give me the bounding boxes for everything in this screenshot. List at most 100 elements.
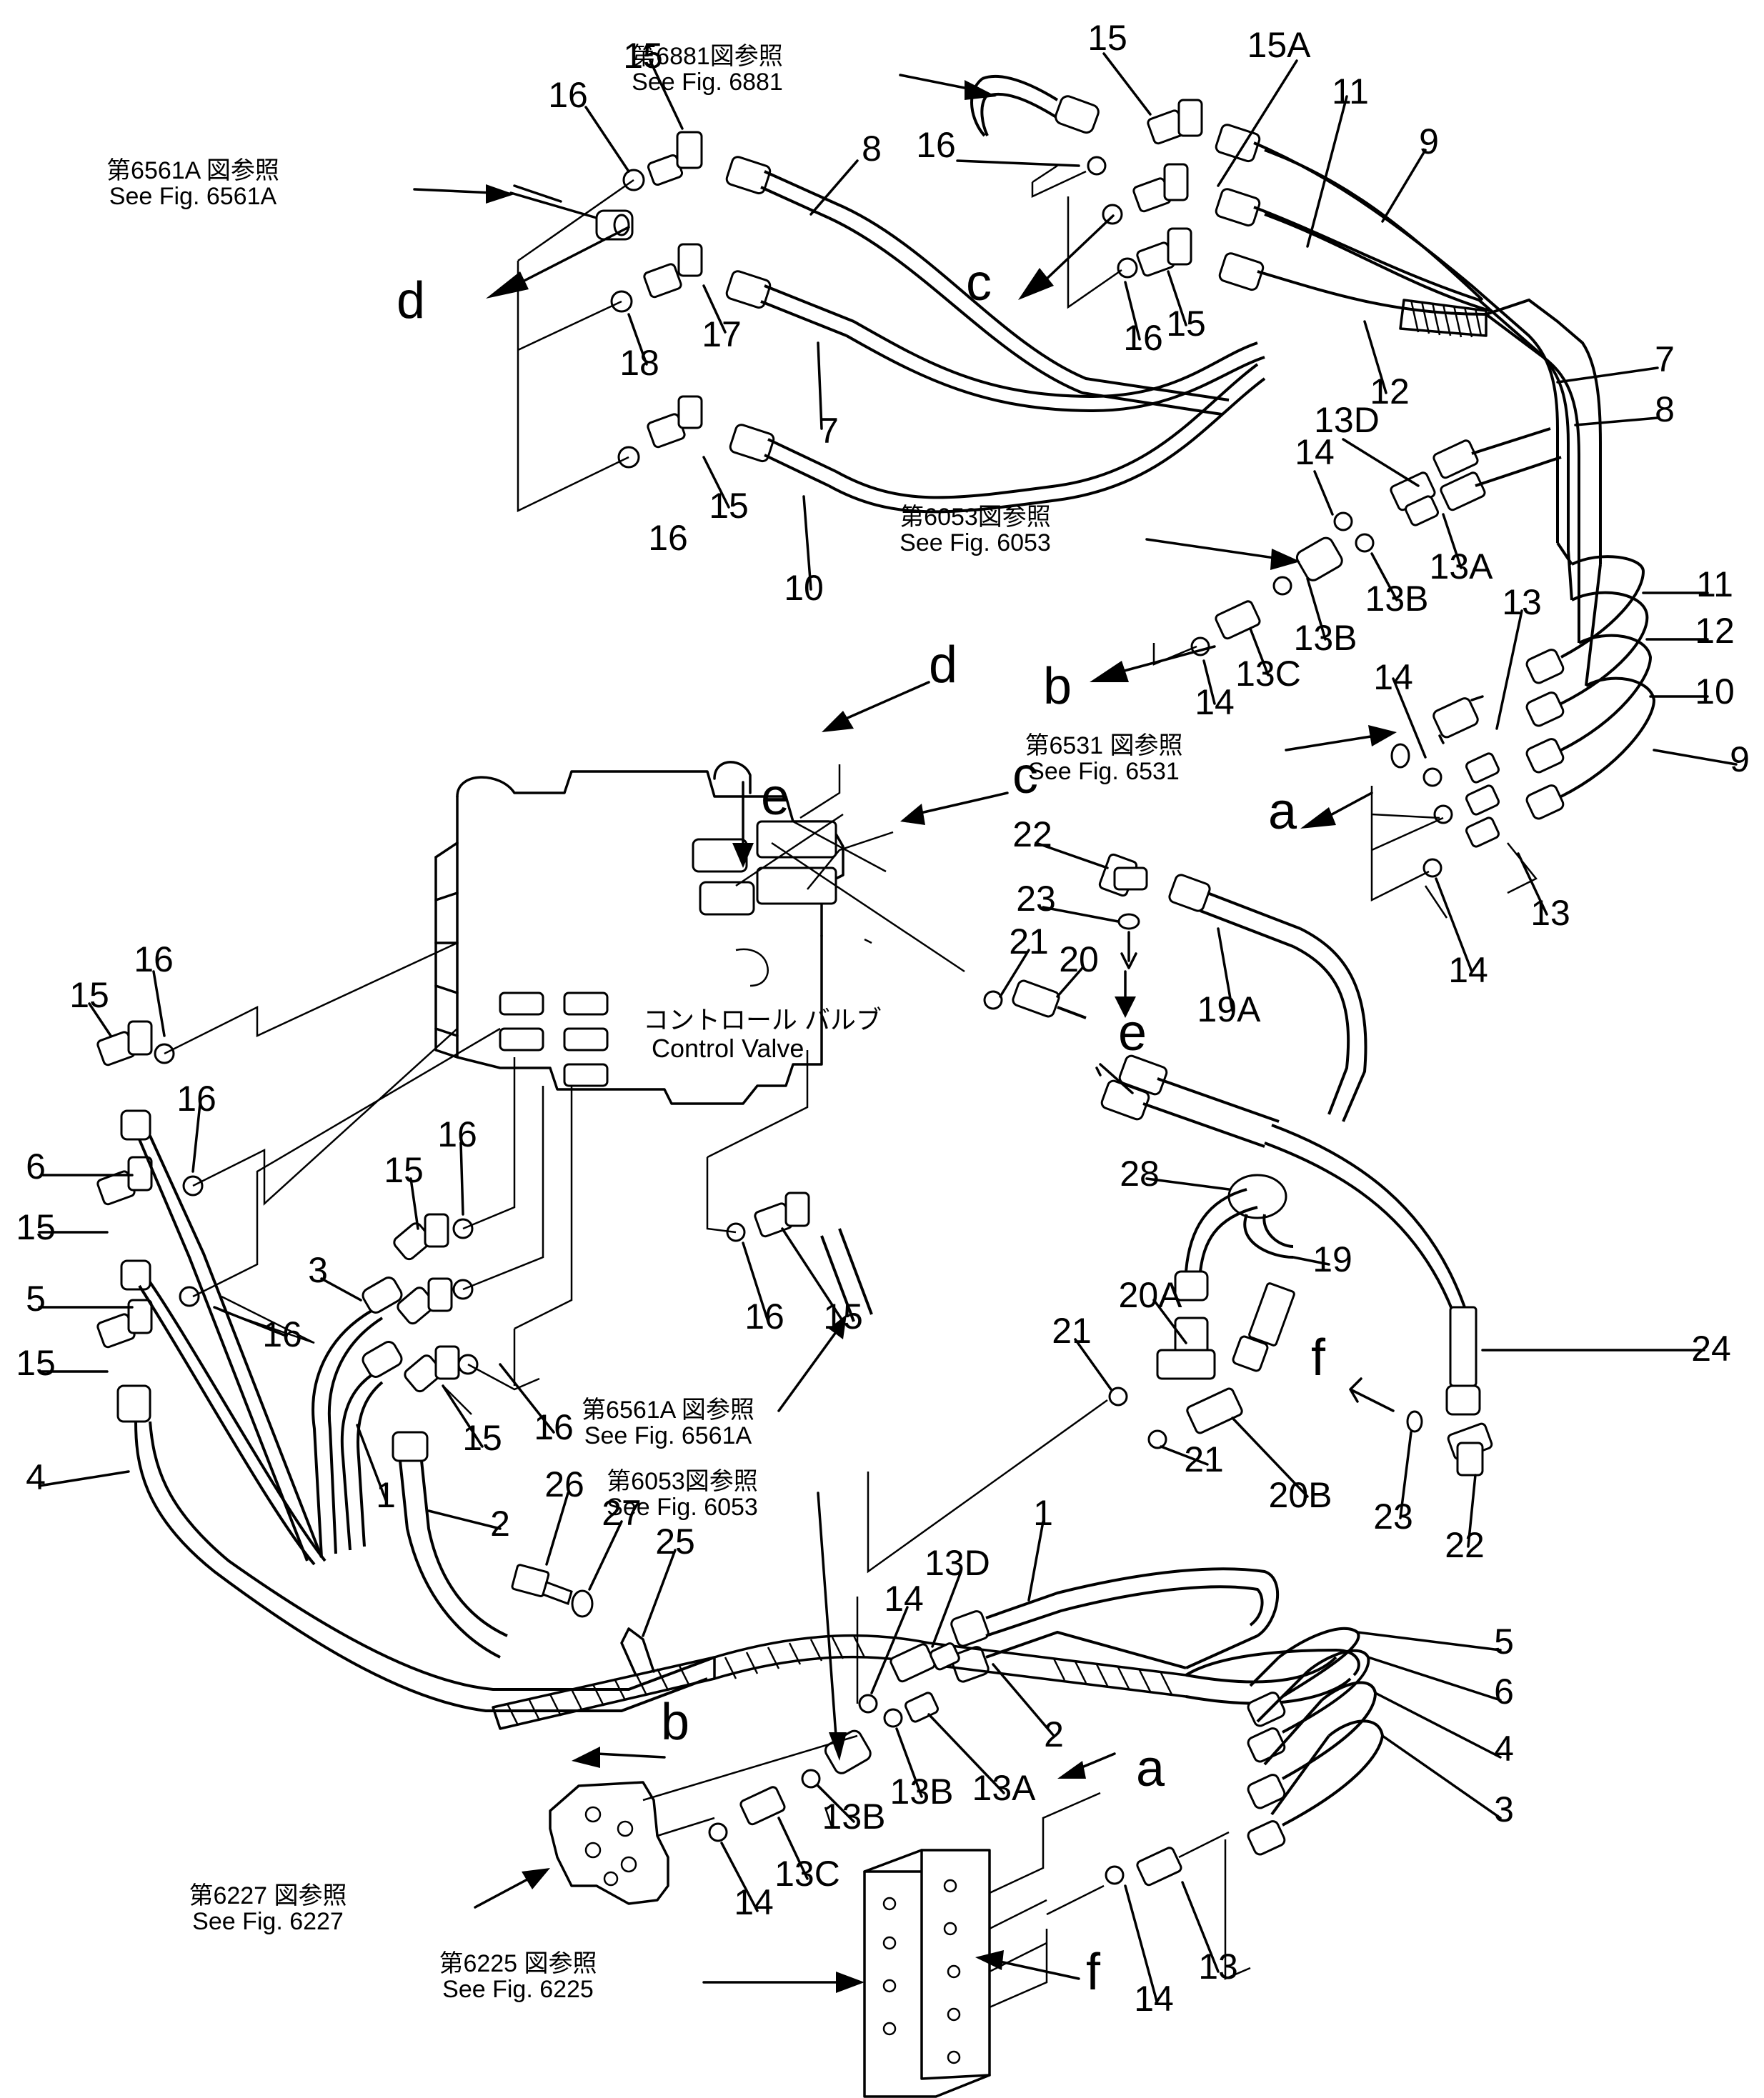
part-number-label: 16 (744, 1297, 784, 1337)
part-number-label: 3 (1494, 1789, 1514, 1829)
part-number-label: 16 (548, 75, 588, 115)
connection-letter-e: e (761, 769, 789, 826)
part-number-label: 16 (648, 518, 688, 558)
part-number-label: 5 (26, 1279, 46, 1319)
part-number-label: 20B (1269, 1475, 1332, 1515)
figure-reference-jp: 第6053図参照 (607, 1468, 758, 1495)
part-number-label: 12 (1695, 611, 1735, 651)
figure-reference-jp: 第6881図参照 (632, 43, 783, 70)
figure-reference-jp: 第6225 図参照 (439, 1950, 597, 1977)
left-hose-group (96, 941, 873, 1730)
part-number-label: 9 (1419, 121, 1439, 161)
figure-reference-jp: 第6561A 図参照 (582, 1397, 754, 1424)
part-number-label: 23 (1373, 1497, 1413, 1537)
part-number-label: 6 (26, 1147, 46, 1187)
part-number-label: 8 (862, 129, 882, 169)
part-number-label: 18 (619, 343, 659, 383)
figure-reference-en: See Fig. 6225 (442, 1976, 594, 2003)
upper-hose-group (509, 74, 1656, 919)
part-number-label: 15 (16, 1343, 56, 1383)
part-number-label: 22 (1445, 1525, 1485, 1565)
part-number-label: 26 (544, 1464, 584, 1504)
part-number-label: 16 (437, 1114, 477, 1154)
part-number-label: 15 (623, 36, 663, 76)
part-number-label: 20A (1119, 1275, 1183, 1315)
part-number-label: 15 (823, 1297, 863, 1337)
part-number-label: 15 (384, 1150, 424, 1190)
part-number-label: 15 (16, 1207, 56, 1247)
part-number-label: 11 (1696, 564, 1733, 604)
part-number-label: 24 (1691, 1329, 1731, 1369)
part-number-label: 14 (734, 1882, 774, 1922)
figure-reference-en: See Fig. 6561A (109, 183, 277, 210)
part-number-label: 13A (1430, 546, 1494, 586)
center-right-group (864, 853, 1493, 1574)
part-number-label: 15 (1166, 304, 1206, 344)
part-number-label: 14 (1195, 682, 1235, 722)
part-number-label: 13D (925, 1543, 990, 1583)
part-number-label: 20 (1059, 939, 1099, 979)
control-valve-label: コントロール バルブ Control Valve (643, 1005, 882, 1063)
part-number-label: 16 (176, 1079, 216, 1119)
part-number-label: 15 (462, 1418, 502, 1458)
part-number-label: 13 (1530, 893, 1570, 933)
connection-letter-c: c (966, 254, 992, 311)
part-number-label: 14 (1134, 1979, 1174, 2019)
part-number-label: 16 (534, 1407, 574, 1447)
part-number-label: 14 (884, 1579, 924, 1619)
part-number-label: 13B (1365, 579, 1429, 619)
part-number-label: 16 (134, 939, 174, 979)
part-number-label: 15A (1247, 25, 1312, 65)
part-number-label: 22 (1012, 814, 1052, 854)
part-number-label: 5 (1494, 1622, 1514, 1662)
part-number-label: 10 (1695, 671, 1735, 711)
figure-reference-en: See Fig. 6881 (632, 69, 783, 96)
connection-letter-b: b (1043, 658, 1072, 715)
control-valve-block (434, 761, 965, 1105)
part-number-label: 14 (1373, 657, 1413, 697)
control-valve-label-jp: コントロール バルブ (643, 1005, 882, 1034)
connection-letter-a: a (1268, 783, 1297, 840)
part-number-label: 16 (916, 125, 956, 165)
part-number-label: 23 (1016, 879, 1056, 919)
figure-reference-en: See Fig. 6561A (584, 1422, 752, 1449)
part-number-label: 8 (1655, 389, 1675, 429)
part-number-label: 13C (1235, 654, 1301, 694)
control-valve-label-en: Control Valve (652, 1034, 804, 1063)
connection-letter-c: c (1012, 747, 1038, 804)
part-number-label: 2 (1044, 1714, 1064, 1754)
part-number-label: 21 (1052, 1311, 1092, 1351)
connection-letter-d: d (929, 636, 957, 694)
part-number-label: 14 (1448, 950, 1488, 990)
part-number-label: 15 (709, 486, 749, 526)
part-number-label: 13B (822, 1797, 886, 1837)
lower-hose-group (549, 1567, 1385, 2098)
connection-letter-a: a (1136, 1740, 1165, 1797)
part-number-label: 7 (1655, 339, 1675, 379)
figure-reference-jp: 第6053図参照 (900, 504, 1051, 531)
part-number-label: 15 (69, 975, 109, 1015)
figure-reference-en: See Fig. 6053 (607, 1494, 758, 1521)
part-number-label: 3 (308, 1250, 328, 1290)
part-number-label: 9 (1730, 739, 1750, 779)
figure-reference-jp: 第6227 図参照 (189, 1882, 347, 1909)
part-number-label: 14 (1295, 432, 1335, 472)
part-number-label: 19A (1197, 989, 1262, 1029)
part-number-label: 4 (26, 1457, 46, 1497)
part-number-label: 27 (602, 1493, 642, 1533)
connection-letter-f: f (1086, 1944, 1101, 2001)
part-number-label: 28 (1120, 1154, 1160, 1194)
part-number-label: 11 (1332, 71, 1369, 111)
part-number-label: 16 (1123, 318, 1163, 358)
leader-lines (38, 52, 1738, 2005)
